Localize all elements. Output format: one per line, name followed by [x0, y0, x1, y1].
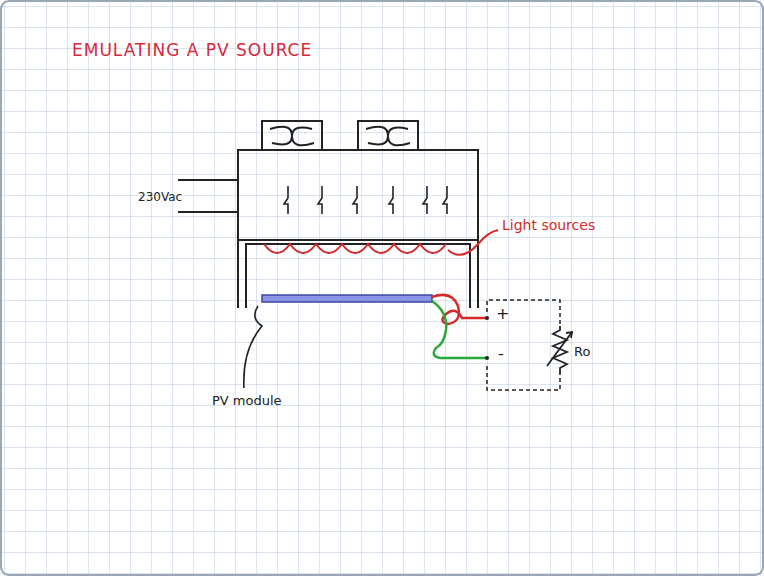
negative-wire — [432, 301, 486, 358]
variable-resistor-symbol — [547, 326, 572, 374]
terminal-sign-holder: + — [496, 304, 509, 323]
terminal-sign: - — [498, 344, 504, 363]
callout-label-holder: PV module — [212, 391, 282, 409]
fan — [358, 121, 418, 150]
voltage-label-holder: 230Vac — [138, 187, 182, 205]
callout-label-holder: Light sources — [502, 216, 595, 234]
leader-line — [244, 306, 262, 388]
diagram-title-holder: EMULATING A PV SOURCE — [72, 40, 312, 60]
callout-label: Light sources — [502, 217, 595, 233]
terminal-sign: + — [496, 304, 509, 323]
light-source-lamps — [264, 244, 446, 253]
voltage-label: 230Vac — [138, 190, 182, 204]
mains-wire — [178, 180, 238, 212]
callout-label: PV module — [212, 393, 282, 408]
terminal — [485, 316, 489, 360]
pv-module — [262, 295, 432, 302]
switch-symbol — [284, 186, 447, 214]
leader-line — [448, 230, 498, 255]
lamp-housing — [238, 150, 478, 308]
resistor-label: Ro — [574, 344, 590, 359]
resistor-label-holder: Ro — [574, 342, 590, 360]
diagram-title: EMULATING A PV SOURCE — [72, 40, 312, 60]
terminal-sign-holder: - — [498, 344, 504, 363]
load-wiring — [487, 300, 560, 390]
fan — [262, 121, 322, 150]
